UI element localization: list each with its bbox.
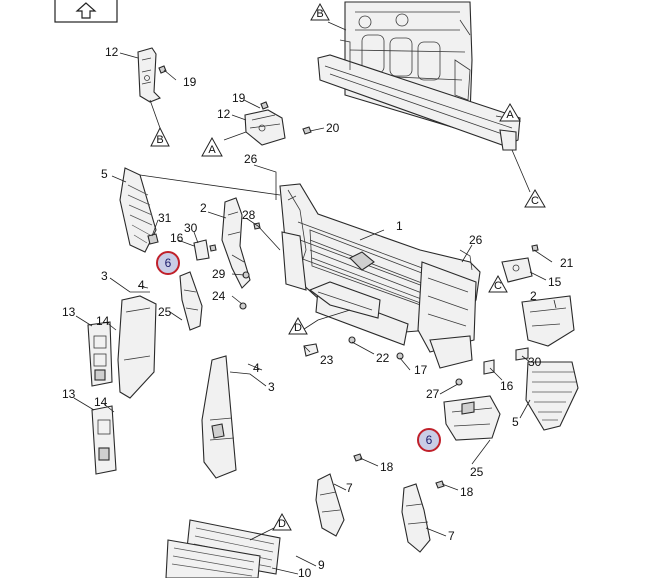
part-number: 4	[253, 361, 260, 375]
highlight-callout-part-6-right[interactable]: 6	[417, 428, 441, 452]
reference-triangle-d-low: D	[272, 512, 292, 531]
part-number: 13	[62, 387, 76, 401]
part-number: 30	[528, 355, 542, 369]
part-number: 31	[158, 211, 172, 225]
bolts-18	[353, 453, 445, 489]
part-number: 13	[62, 305, 76, 319]
reference-triangle-c-mid: C	[488, 274, 508, 293]
part-number: 19	[232, 91, 246, 105]
reference-triangle-a-left: A	[201, 136, 223, 157]
part-number: 19	[183, 75, 197, 89]
part-number: 1	[396, 219, 403, 233]
svg-text:C: C	[531, 195, 539, 207]
svg-text:C: C	[494, 280, 502, 292]
lower-grille-10	[165, 539, 261, 578]
headlamp-cover-5-right	[525, 361, 579, 431]
part-number: 15	[548, 275, 562, 289]
highlight-callout-part-6-left[interactable]: 6	[156, 251, 180, 275]
part-number: 12	[217, 107, 231, 121]
lower-bracket-12	[244, 109, 286, 146]
side-panel-6-left	[179, 271, 203, 331]
part-number: 2	[200, 201, 207, 215]
part-number: 17	[414, 363, 428, 377]
hinge-7-right	[401, 483, 431, 553]
part-number: 10	[298, 566, 312, 578]
fasteners-29-24	[239, 271, 250, 310]
part-number: 18	[380, 460, 394, 474]
part-number: 5	[101, 167, 108, 181]
part-number: 27	[426, 387, 440, 401]
part-number: 23	[320, 353, 334, 367]
radiator-support-frame	[317, 1, 521, 151]
svg-text:A: A	[208, 144, 216, 156]
side-panel-6-right	[443, 395, 501, 441]
svg-text:B: B	[156, 134, 163, 146]
reference-triangle-a-right: A	[499, 103, 521, 122]
part-number: 3	[101, 269, 108, 283]
bracket-21-15	[501, 244, 539, 283]
reference-triangle-b-top: B	[310, 2, 330, 21]
part-number: 4	[138, 278, 145, 292]
svg-text:D: D	[278, 518, 286, 530]
svg-text:B: B	[316, 8, 323, 20]
bolts-19-20	[158, 65, 312, 135]
part-number: 16	[500, 379, 514, 393]
part-number: 25	[470, 465, 484, 479]
svg-text:6: 6	[165, 256, 172, 270]
corner-up-arrow-box[interactable]	[54, 0, 118, 23]
step-13-upper	[87, 321, 113, 387]
svg-text:6: 6	[426, 433, 433, 447]
part-number: 2	[530, 289, 537, 303]
part-number: 5	[512, 415, 519, 429]
part-number: 26	[244, 152, 258, 166]
part-number: 18	[460, 485, 474, 499]
pin-23-22	[303, 336, 356, 357]
part-number: 25	[158, 305, 172, 319]
part-number: 3	[268, 380, 275, 394]
part-number: 14	[94, 395, 108, 409]
part-number: 14	[96, 314, 110, 328]
leader-lines	[73, 21, 557, 575]
part-number: 20	[326, 121, 340, 135]
hinge-7-left	[315, 473, 345, 537]
part-number: 28	[242, 208, 256, 222]
part-number: 7	[346, 481, 353, 495]
corner-panel-3-lower	[201, 355, 237, 479]
step-13-lower	[91, 405, 117, 475]
front-panel-1	[279, 183, 481, 369]
svg-text:A: A	[506, 109, 514, 121]
part-number: 9	[318, 558, 325, 572]
part-number: 29	[212, 267, 226, 281]
reference-triangle-d-mid: D	[288, 316, 308, 335]
bracket-2-left	[221, 197, 251, 289]
part-number: 7	[448, 529, 455, 543]
small-parts-31-30-16-28	[147, 222, 261, 261]
center-lower-beam	[308, 281, 381, 319]
part-number: 21	[560, 256, 574, 270]
part-number: 22	[376, 351, 390, 365]
part-number: 12	[105, 45, 119, 59]
headlamp-cover-2-right	[521, 295, 575, 347]
small-parts-30-16-right	[483, 347, 529, 375]
fastener-27-17	[396, 352, 463, 386]
svg-text:D: D	[294, 322, 302, 334]
part-number-labels: 12 19 19 12 20 26 5 2 31 30 28 16 1 26 2…	[62, 45, 574, 578]
part-number: 24	[212, 289, 226, 303]
part-number: 30	[184, 221, 198, 235]
reference-triangle-b-left: B	[150, 126, 170, 147]
up-arrow-icon	[75, 2, 97, 19]
upper-bracket-12	[137, 47, 161, 103]
corner-panel-3-upper	[117, 295, 157, 399]
part-number: 16	[170, 231, 184, 245]
part-number: 26	[469, 233, 483, 247]
reference-triangle-c-top: C	[524, 189, 546, 208]
